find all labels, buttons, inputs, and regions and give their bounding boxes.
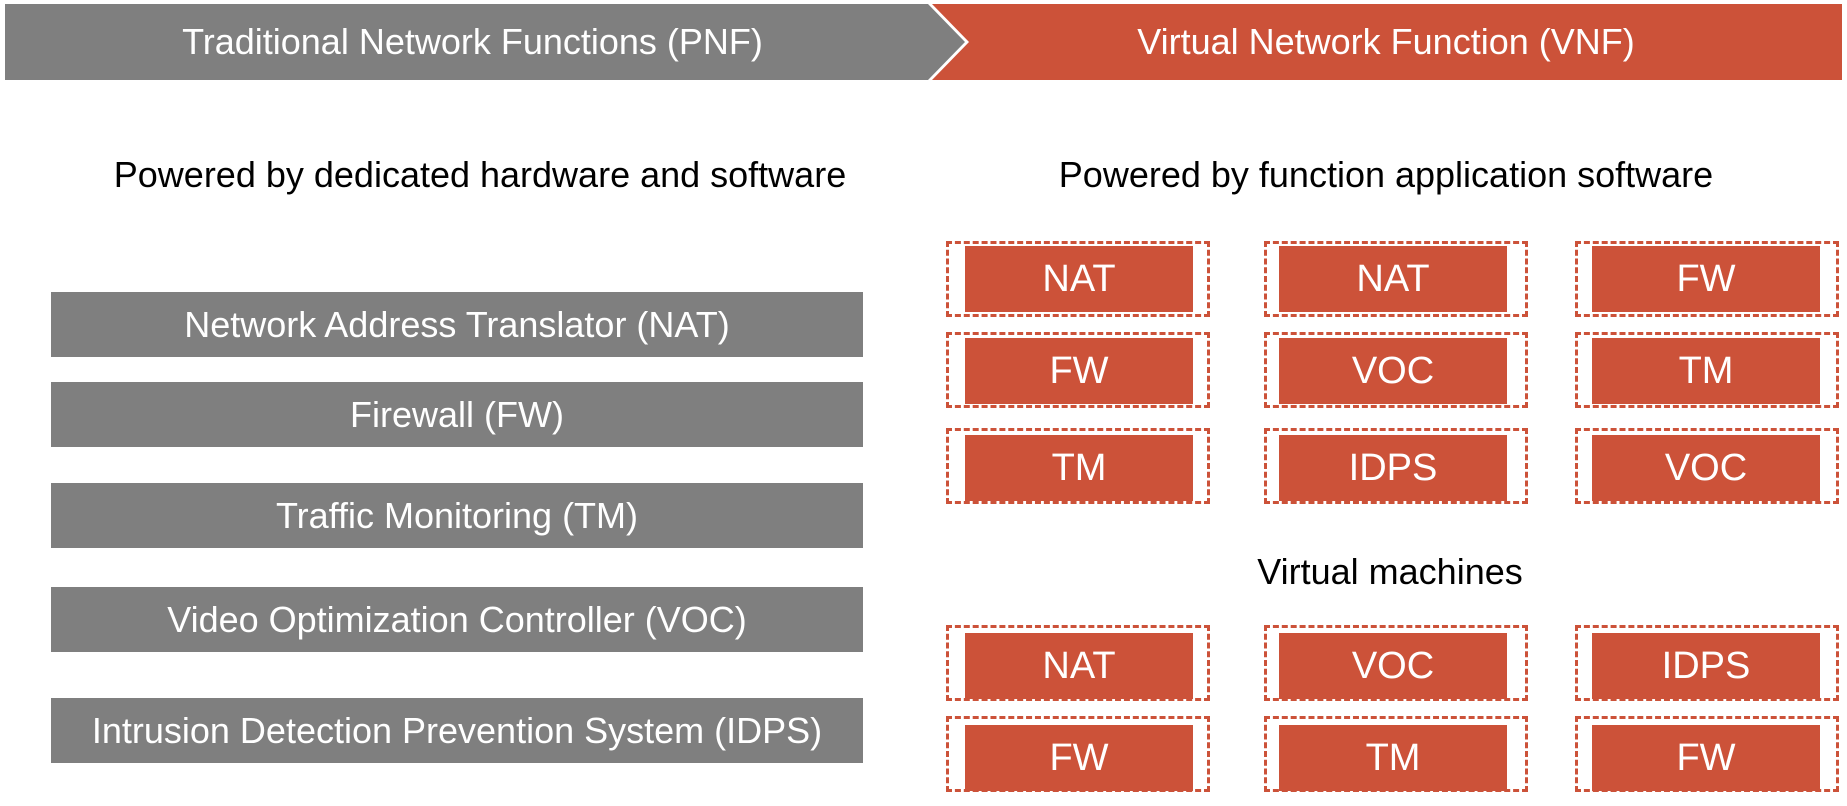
vm-frame <box>1264 625 1528 701</box>
vnf-box: FW <box>1592 246 1820 312</box>
header-banner <box>5 4 1842 80</box>
vnf-box: VOC <box>1279 338 1507 404</box>
vnf-box: FW <box>965 725 1193 791</box>
vnf-box: TM <box>965 435 1193 501</box>
vm-frame <box>1575 625 1839 701</box>
pnf-banner-arrow <box>5 4 965 80</box>
vnf-box: TM <box>1279 725 1507 791</box>
vnf-box: NAT <box>1279 246 1507 312</box>
vm-frame <box>946 625 1210 701</box>
pnf-function-bar-fw: Firewall (FW) <box>51 382 863 447</box>
pnf-function-bar-voc: Video Optimization Controller (VOC) <box>51 587 863 652</box>
vm-frame <box>1575 428 1839 504</box>
pnf-banner-title: Traditional Network Functions (PNF) <box>182 21 763 62</box>
vnf-banner-title: Virtual Network Function (VNF) <box>1137 21 1635 62</box>
vnf-box: NAT <box>965 246 1193 312</box>
vm-frame <box>1575 241 1839 317</box>
vm-frame <box>1575 332 1839 408</box>
pnf-subheading: Powered by dedicated hardware and softwa… <box>113 154 847 195</box>
vm-frame <box>946 332 1210 408</box>
vnf-box: NAT <box>965 633 1193 699</box>
vnf-box: VOC <box>1592 435 1820 501</box>
pnf-function-bar-idps: Intrusion Detection Prevention System (I… <box>51 698 863 763</box>
vnf-box: IDPS <box>1279 435 1507 501</box>
vnf-subheading: Powered by function application software <box>1058 154 1714 195</box>
vm-frame <box>946 428 1210 504</box>
virtual-machines-caption: Virtual machines <box>1257 551 1523 592</box>
vm-frame <box>946 241 1210 317</box>
vnf-box: FW <box>1592 725 1820 791</box>
vnf-box: TM <box>1592 338 1820 404</box>
vnf-box: FW <box>965 338 1193 404</box>
vm-frame <box>1264 332 1528 408</box>
vm-frame <box>1264 428 1528 504</box>
vnf-box: IDPS <box>1592 633 1820 699</box>
vnf-box: VOC <box>1279 633 1507 699</box>
pnf-function-bar-nat: Network Address Translator (NAT) <box>51 292 863 357</box>
vnf-banner-block <box>932 4 1842 80</box>
pnf-function-bar-tm: Traffic Monitoring (TM) <box>51 483 863 548</box>
vm-frame <box>1264 241 1528 317</box>
